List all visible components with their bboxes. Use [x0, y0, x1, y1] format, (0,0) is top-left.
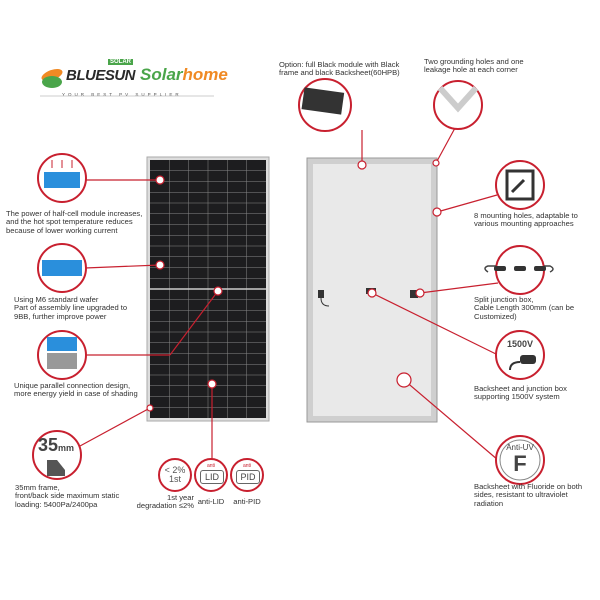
feature-black-module-text: Option: full Black module with Black fra… [279, 60, 400, 78]
anti-uv-f: F [513, 451, 527, 476]
feature-anti-uv-text: Backsheet with Fluoride on both sides, r… [474, 482, 583, 508]
callout-lines [79, 127, 499, 461]
feature-junction-text: Split junction box, Cable Length 300mm (… [474, 295, 575, 321]
feature-wafer-text: Using M6 standard wafer Part of assembly… [14, 295, 128, 321]
feature-mounting-text: 8 mounting holes, adaptable to various m… [474, 211, 578, 229]
anti-lid-top: anti [206, 463, 216, 469]
front-panel [146, 156, 270, 422]
anti-lid-label: LID [200, 470, 224, 484]
partner-b: home [182, 65, 228, 84]
callout-dots [146, 159, 442, 412]
anti-pid-label: PID [236, 470, 260, 484]
anti-uv-label: Anti-UV [506, 443, 534, 452]
leaf-logo-icon [41, 68, 63, 88]
feature-parallel-text: Unique parallel connection design, more … [14, 381, 138, 399]
degradation-icon-label: < 2%1st [164, 465, 186, 484]
degradation-icon [158, 458, 192, 492]
tagline: YOUR BEST PV SUPPLIER [62, 92, 182, 97]
anti-pid-top: anti [242, 463, 252, 469]
feature-voltage-text: Backsheet and junction box supporting 15… [474, 384, 567, 402]
frame-icon [32, 430, 82, 480]
partner-logo: Solarhome [140, 65, 228, 85]
feature-degradation-text: 1st year degradation ≤2% [136, 493, 194, 511]
brand-logo: BLUESUN SOLAR Solarhome YOUR BEST PV SUP… [40, 59, 228, 102]
frame-icon-label: 35mm [38, 435, 75, 455]
feature-grounding-text: Two grounding holes and one leakage hole… [424, 57, 524, 75]
feature-half-cell-text: The power of half-cell module increases,… [6, 209, 143, 235]
feature-pid-text: anti-PID [233, 497, 261, 506]
voltage-icon-label: 1500V [506, 339, 534, 349]
partner-a: Solar [140, 65, 183, 84]
anti-uv-icon [495, 435, 545, 485]
logo-badge: SOLAR [108, 59, 133, 65]
voltage-icon [495, 330, 545, 380]
feature-frame-text: 35mm frame, front/back side maximum stat… [15, 483, 120, 509]
logo-text: BLUESUN [66, 67, 136, 84]
feature-lid-text: anti-LID [197, 497, 225, 506]
